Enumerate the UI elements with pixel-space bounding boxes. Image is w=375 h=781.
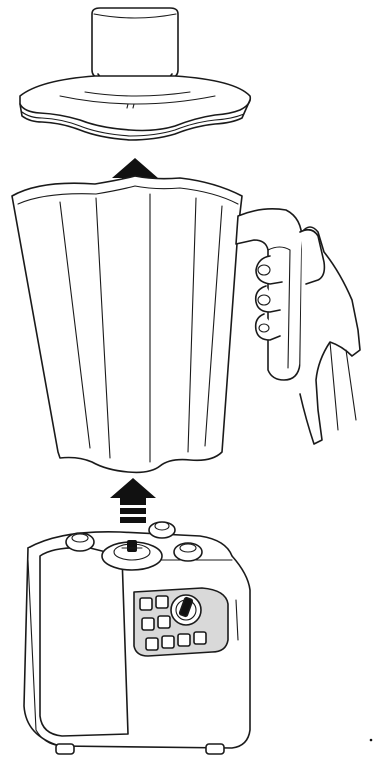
arrow-up-bottom — [110, 478, 156, 523]
corner-mark — [370, 739, 373, 742]
control-panel — [134, 588, 238, 656]
hand — [256, 227, 360, 444]
lid — [20, 76, 250, 140]
